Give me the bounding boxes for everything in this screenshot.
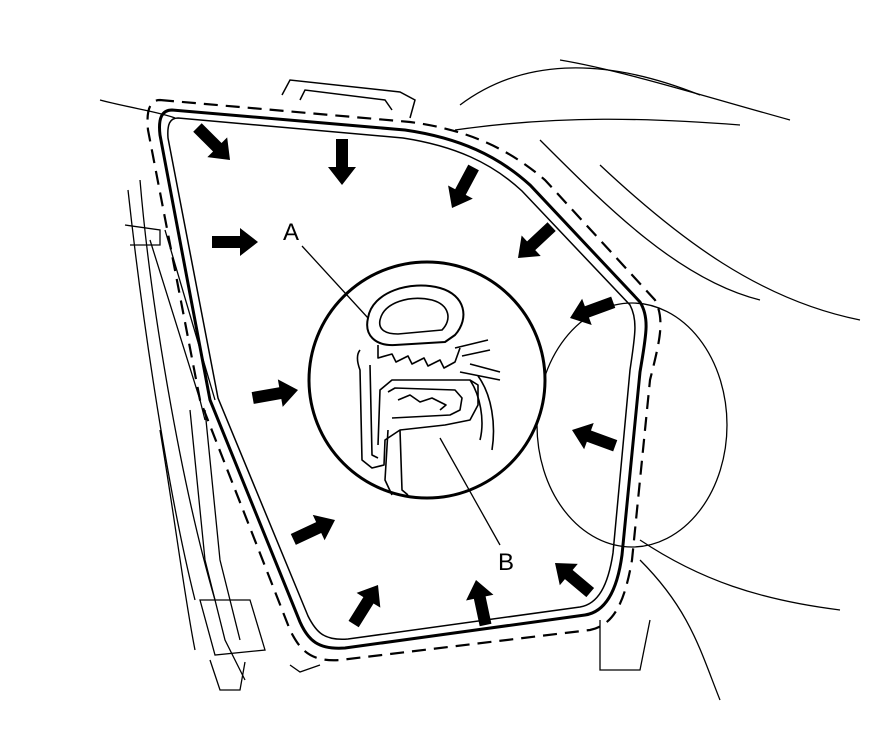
leader-line-a <box>301 245 369 319</box>
press-direction-arrow-icon <box>565 289 619 332</box>
press-direction-arrow-icon <box>250 376 301 412</box>
leader-lines <box>301 245 501 546</box>
side-detail-ellipse <box>536 302 728 548</box>
top-clip <box>281 79 416 119</box>
press-direction-arrow-icon <box>328 139 356 185</box>
press-direction-arrow-icon <box>462 577 500 628</box>
press-direction-arrow-icon <box>546 552 600 604</box>
trim-dashed-outline <box>146 98 662 662</box>
press-direction-arrow-icon <box>439 160 486 215</box>
press-direction-arrow-icon <box>341 577 390 632</box>
callout-a: A <box>283 219 299 246</box>
press-direction-arrow-icon <box>287 507 341 553</box>
quarter-glass-outline <box>158 108 648 650</box>
weatherstrip-cross-section <box>356 284 501 496</box>
vehicle-body-outline <box>99 59 861 701</box>
callout-b: B <box>498 549 514 576</box>
press-direction-arrow-icon <box>212 228 258 256</box>
press-direction-arrow-icon <box>187 117 240 170</box>
press-direction-arrow-icon <box>567 416 621 459</box>
leader-line-b <box>439 437 501 546</box>
